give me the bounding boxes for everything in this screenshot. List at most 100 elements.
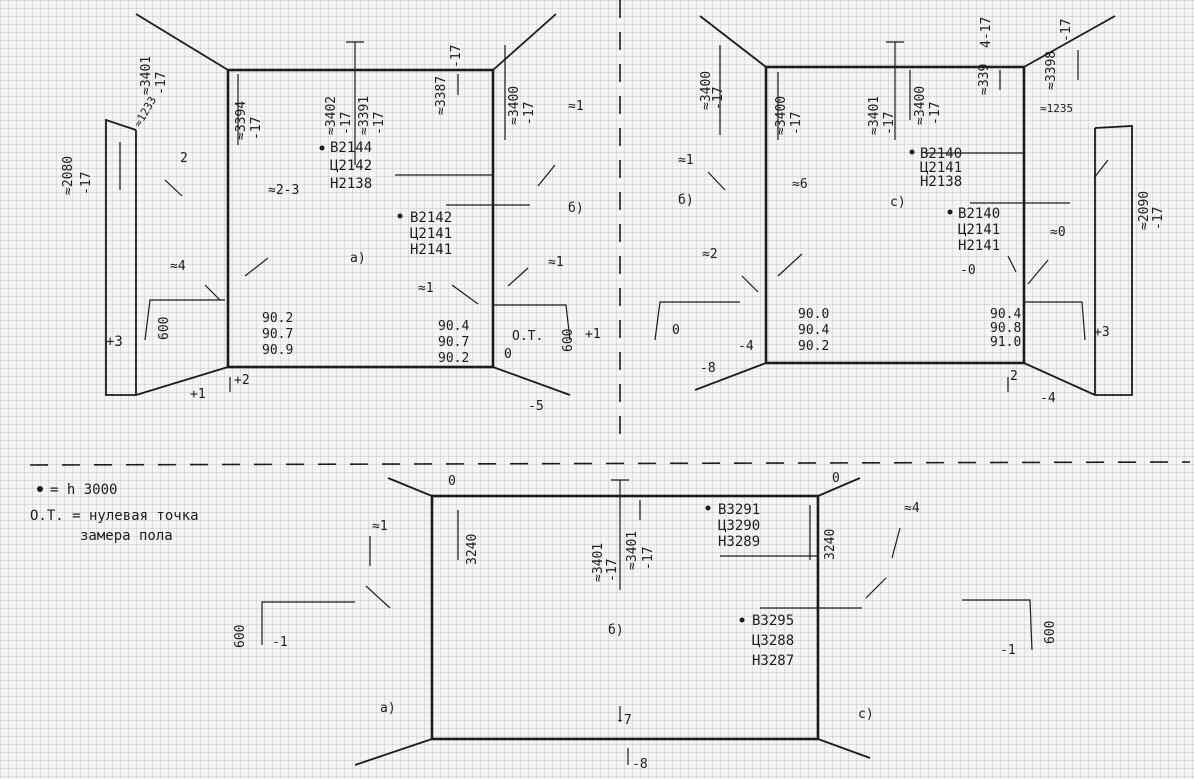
angle-right-1: 90.4: [438, 319, 469, 334]
dim-3387: ≈3387: [434, 76, 449, 115]
angle-left-1: 90.2: [262, 311, 293, 326]
dim-3402-b: -17: [339, 112, 354, 135]
floor-plus1: +1: [190, 387, 206, 402]
height-600-left: 600: [233, 625, 248, 648]
dim-3391-b: -17: [372, 112, 387, 135]
angle-right-2: 90.7: [438, 335, 469, 350]
floor-plus1-right: +1: [585, 327, 601, 342]
tilt-0b: -0: [960, 263, 976, 278]
floor-minus8: -8: [700, 361, 716, 376]
dim-3400: ≈3400: [774, 96, 789, 135]
height-3240-left: 3240: [465, 534, 480, 565]
angle-left-2: 90.4: [798, 323, 829, 338]
room-bottom: 0 0 3240 3240 ≈3401 -17 ≈3401 -17 В3291 …: [233, 471, 1058, 772]
label-c: с): [858, 707, 874, 722]
angle-left-2: 90.7: [262, 327, 293, 342]
tilt-2: 2: [180, 151, 188, 166]
tilt-0: ≈0: [1050, 225, 1066, 240]
tilt-2: ≈2: [702, 247, 718, 262]
floor-plus2: 2: [1010, 369, 1018, 384]
dim-3401-mid-b: -17: [641, 547, 656, 570]
wall-c2-B: В2140: [958, 206, 1000, 222]
angle-right-3: 91.0: [990, 335, 1021, 350]
corner-right-0: 0: [832, 471, 840, 486]
dim-3400-mid-b: -17: [928, 102, 943, 125]
wall-c2-H: Н2141: [958, 238, 1000, 254]
angle-left-3: 90.9: [262, 343, 293, 358]
dim-3398: ≈3398: [1044, 51, 1059, 90]
dim-3387-b: -17: [449, 45, 464, 68]
wall-B: В3291: [718, 502, 760, 518]
wall-b-outline: [430, 494, 820, 741]
wall-a-B: В2144: [330, 140, 372, 156]
tilt-4: ≈4: [904, 501, 920, 516]
legend: = h 3000 О.Т. = нулевая точка замера пол…: [30, 482, 199, 544]
legend-dot-height: = h 3000: [50, 482, 117, 498]
floor-minus4: -4: [738, 339, 754, 354]
wall-a-outline: [226, 68, 495, 369]
corner-left-0: 0: [448, 474, 456, 489]
tilt-6: ≈6: [792, 177, 808, 192]
zero-point: О.Т.: [512, 329, 543, 344]
angle-right-3: 90.2: [438, 351, 469, 366]
floor-plus3: +3: [106, 334, 123, 350]
dim-339: ≈339: [977, 64, 992, 95]
height-3240-right: 3240: [823, 529, 838, 560]
tilt-1: ≈1: [548, 255, 564, 270]
label-c: с): [890, 195, 906, 210]
wall-c-H: Н2138: [920, 174, 962, 190]
wall-H: Н3289: [718, 534, 760, 550]
dim-3400-left: ≈3400: [699, 71, 714, 110]
dim-3400-b: -17: [522, 102, 537, 125]
dim-3394-b: -17: [249, 117, 264, 140]
dim-3400: ≈3400: [507, 86, 522, 125]
dim-3394: ≈3394: [234, 101, 249, 140]
label-a: а): [380, 701, 396, 716]
dim-3400-b: -17: [789, 112, 804, 135]
floor-minus4-right: -4: [1040, 391, 1056, 406]
horizontal-divider: [29, 461, 1191, 466]
dim-2090: ≈2090: [1137, 191, 1152, 230]
floor-zero: 0: [504, 347, 512, 362]
angle-right-1: 90.4: [990, 307, 1021, 322]
floor-zero: 0: [672, 323, 680, 338]
wall2-H: Н3287: [752, 653, 794, 669]
floor-plus3: +3: [1094, 325, 1110, 340]
dim-3401-mid: ≈3401: [625, 531, 640, 570]
label-b: б): [568, 201, 584, 216]
dim-3401-corner: ≈3401: [139, 56, 154, 95]
height-600-right: 600: [561, 329, 576, 352]
dim-3391: ≈3391: [357, 96, 372, 135]
tilt-1c: ≈1: [568, 99, 584, 114]
wall2-B: В3295: [752, 613, 794, 629]
dim-3401: ≈3401: [867, 96, 882, 135]
angle-left-1: 90.0: [798, 307, 829, 322]
dim-2080-b: -17: [79, 172, 94, 195]
dim-2090-b: -17: [1151, 207, 1166, 230]
wall-C: Ц3290: [718, 518, 760, 534]
tilt-1: ≈1: [678, 153, 694, 168]
dim-3398-b: -17: [1059, 19, 1074, 42]
room-top-left: ≈3401 -17 ≈3394 -17 ≈3402 -17 ≈3391 -17 …: [61, 13, 601, 414]
dim-3400-left-b: -17: [711, 87, 726, 110]
wall-c-B: В2140: [920, 146, 962, 162]
wall-c-C: Ц2141: [920, 160, 962, 176]
dim-3400-mid: ≈3400: [913, 86, 928, 125]
wall2-C: Ц3288: [752, 633, 794, 649]
dim-1235: ≈1235: [1040, 102, 1073, 115]
height-600-left: 600: [157, 317, 172, 340]
floor-minus7: -7: [616, 713, 632, 728]
room-top-right: ≈3400 -17 ≈3400 -17 ≈3401 -17 ≈3400 -17 …: [654, 15, 1166, 406]
dim-2080: ≈2080: [61, 156, 76, 195]
dim-339-b: 4-17: [979, 17, 994, 48]
dim-3401-corner-b: -17: [154, 72, 169, 95]
wall-b-H: Н2141: [410, 242, 452, 258]
wall-c2-C: Ц2141: [958, 222, 1000, 238]
wall-b-B: В2142: [410, 210, 452, 226]
tilt-1: ≈1: [372, 519, 388, 534]
wall-a-C: Ц2142: [330, 158, 372, 174]
floor-minus1-right: -1: [1000, 643, 1016, 658]
wall-a-H: Н2138: [330, 176, 372, 192]
floor-minus8: -8: [632, 757, 648, 772]
